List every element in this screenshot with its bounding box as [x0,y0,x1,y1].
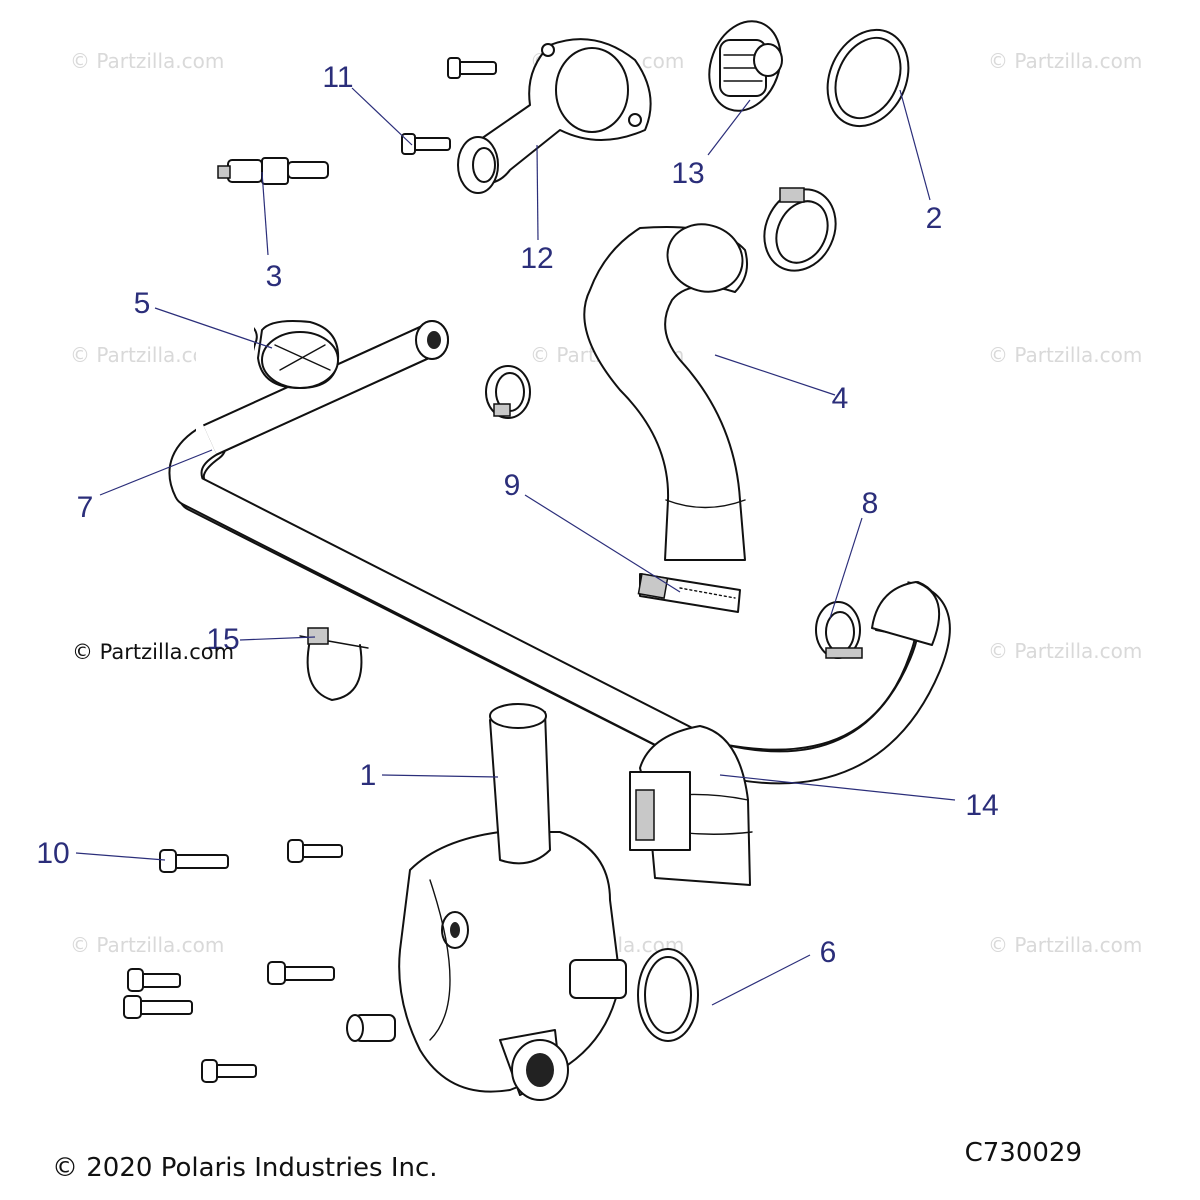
callout-6: 6 [820,936,837,969]
part-4-hose [583,223,748,561]
watermark: © Partzilla.com [988,49,1142,73]
callout-7: 7 [77,491,94,524]
callout-14: 14 [965,789,998,822]
part-15-zip-tie [299,627,369,701]
part-8-clamp [815,601,863,659]
part-2-oring [826,28,910,128]
small-clamp [485,365,531,419]
callout-9: 9 [504,469,521,502]
watermark: © Partzilla.com [988,639,1142,663]
part-10-bolts [123,839,343,1083]
part-12-thermostat-housing [457,38,652,194]
watermark: © Partzilla.com [70,49,224,73]
callouts: 1 2 3 4 5 6 7 8 9 10 11 12 13 14 15 [36,61,998,969]
callout-15: 15 [206,623,239,656]
partzilla-credit: © Partzilla.com [72,640,234,664]
callout-10: 10 [36,837,69,870]
callout-4: 4 [832,382,849,415]
callout-11: 11 [322,61,353,94]
callout-1: 1 [360,759,377,792]
part-6-oring [637,948,699,1042]
watermark: © Partzilla.com [988,343,1142,367]
leader-lines [75,87,956,1006]
copyright-text: © 2020 Polaris Industries Inc. [52,1153,438,1183]
callout-3: 3 [266,260,283,293]
watermark: © Partzilla.com [70,933,224,957]
diagram-code: C730029 [965,1138,1082,1168]
part-9-clamp [637,573,741,613]
callout-8: 8 [862,487,879,520]
upper-clamp [763,187,837,272]
part-3-sensor [217,157,329,185]
part-5-clip [257,320,340,389]
part-13-thermostat [708,20,783,112]
callout-13: 13 [671,157,704,190]
part-14-boot [629,725,753,886]
callout-12: 12 [520,242,553,275]
callout-5: 5 [134,287,151,320]
part-1-water-pump [346,703,627,1101]
watermark: © Partzilla.com [988,933,1142,957]
callout-2: 2 [926,202,943,235]
